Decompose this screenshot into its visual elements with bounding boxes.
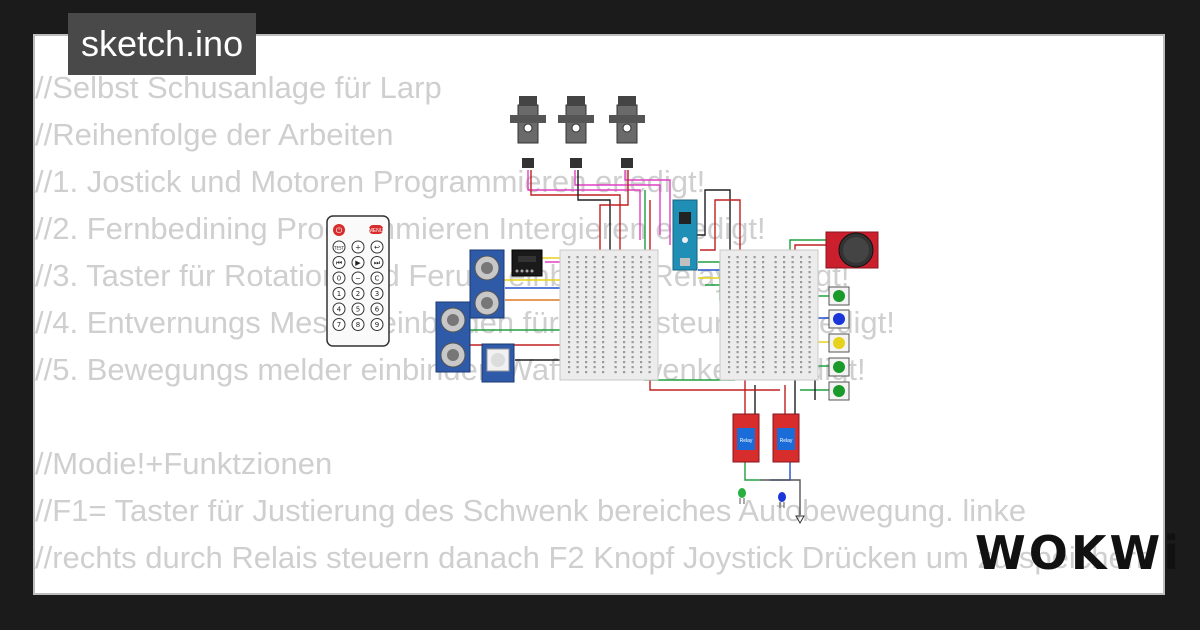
remote-key bbox=[332, 302, 346, 316]
remote-key-label: C bbox=[375, 275, 380, 283]
remote-key-label: 2 bbox=[356, 290, 360, 298]
menu-button bbox=[369, 225, 383, 234]
remote-key bbox=[370, 287, 384, 300]
remote-key-label: 5 bbox=[356, 306, 360, 314]
remote-key bbox=[351, 287, 365, 300]
wokwi-logo: WOKWi bbox=[975, 526, 1182, 580]
code-line: //Selbst Schusanlage für Larp bbox=[35, 70, 442, 105]
remote-key bbox=[332, 318, 346, 331]
power-icon bbox=[333, 224, 345, 236]
remote-key bbox=[370, 240, 384, 254]
remote-key-label: 7 bbox=[337, 321, 341, 329]
remote-key-label: 6 bbox=[375, 306, 380, 314]
remote-key bbox=[332, 256, 346, 269]
relay-module-2: Relay bbox=[772, 413, 800, 463]
rtc-module bbox=[511, 249, 543, 277]
remote-key bbox=[370, 302, 384, 316]
button-blue bbox=[828, 309, 850, 329]
remote-key bbox=[351, 271, 365, 285]
remote-key bbox=[351, 302, 365, 316]
code-line: //Reihenfolge der Arbeiten bbox=[35, 117, 394, 152]
remote-key bbox=[351, 318, 365, 331]
remote-key bbox=[332, 287, 346, 300]
remote-key bbox=[370, 318, 384, 331]
relay-module-1: Relay bbox=[732, 413, 760, 463]
remote-key-label: 9 bbox=[375, 321, 379, 329]
menu-label: MENU bbox=[369, 228, 384, 234]
remote-key bbox=[332, 240, 346, 254]
servo-1 bbox=[510, 96, 546, 168]
button-green-1 bbox=[828, 286, 850, 306]
remote-key bbox=[370, 256, 384, 269]
remote-key bbox=[351, 256, 365, 269]
ultrasonic-sensor-top bbox=[469, 249, 505, 319]
remote-key bbox=[351, 240, 365, 254]
led-blue bbox=[778, 492, 786, 508]
arduino-nano bbox=[672, 199, 698, 271]
remote-key-label: 0 bbox=[337, 275, 341, 283]
servo-3 bbox=[609, 96, 645, 168]
remote-key-label: 8 bbox=[356, 321, 360, 329]
button-yellow bbox=[828, 333, 850, 353]
remote-key-label: ▶ bbox=[355, 259, 361, 267]
code-preview: //Selbst Schusanlage für Larp //Reihenfol… bbox=[35, 64, 1153, 581]
remote-key-label: 3 bbox=[375, 290, 379, 298]
remote-key-label: 1 bbox=[337, 290, 341, 298]
remote-key-label: ⏮ bbox=[336, 259, 342, 267]
code-line: //1. Jostick und Motoren Programmieren e… bbox=[35, 164, 706, 199]
remote-key-label: TEST bbox=[333, 246, 345, 251]
servo-2 bbox=[558, 96, 594, 168]
breadboard-left bbox=[559, 249, 659, 381]
ultrasonic-sensor-bottom bbox=[435, 301, 471, 373]
joystick bbox=[825, 231, 879, 269]
code-line: //rechts durch Relais steuern danach F2 … bbox=[35, 540, 1154, 575]
breadboard-right bbox=[719, 249, 819, 381]
pir-motion-sensor bbox=[481, 343, 515, 383]
button-green-3 bbox=[828, 381, 850, 401]
remote-key-label: ⏭ bbox=[374, 259, 381, 267]
remote-key-label: ↩ bbox=[374, 244, 380, 252]
led-green bbox=[738, 488, 746, 504]
remote-key-label: − bbox=[355, 275, 361, 283]
code-line: //Modie!+Funktzionen bbox=[35, 446, 333, 481]
remote-key bbox=[370, 271, 384, 285]
sketch-title: sketch.ino bbox=[68, 13, 257, 75]
remote-key-label: + bbox=[355, 244, 361, 252]
relay-label-1: Relay bbox=[740, 438, 753, 444]
relay-label-2: Relay bbox=[780, 438, 793, 444]
remote-key bbox=[332, 271, 346, 285]
remote-key-label: 4 bbox=[337, 306, 342, 314]
ir-remote: ⏻ MENU TEST + ↩ ⏮ ▶ ⏭ 0 − C 1 2 3 4 5 6 7 8 9 bbox=[326, 215, 390, 347]
code-line: //F1= Taster für Justierung des Schwenk … bbox=[35, 493, 1027, 528]
button-green-2 bbox=[828, 357, 850, 377]
svg-text:⏻: ⏻ bbox=[336, 226, 343, 235]
ground-symbol bbox=[795, 515, 805, 525]
